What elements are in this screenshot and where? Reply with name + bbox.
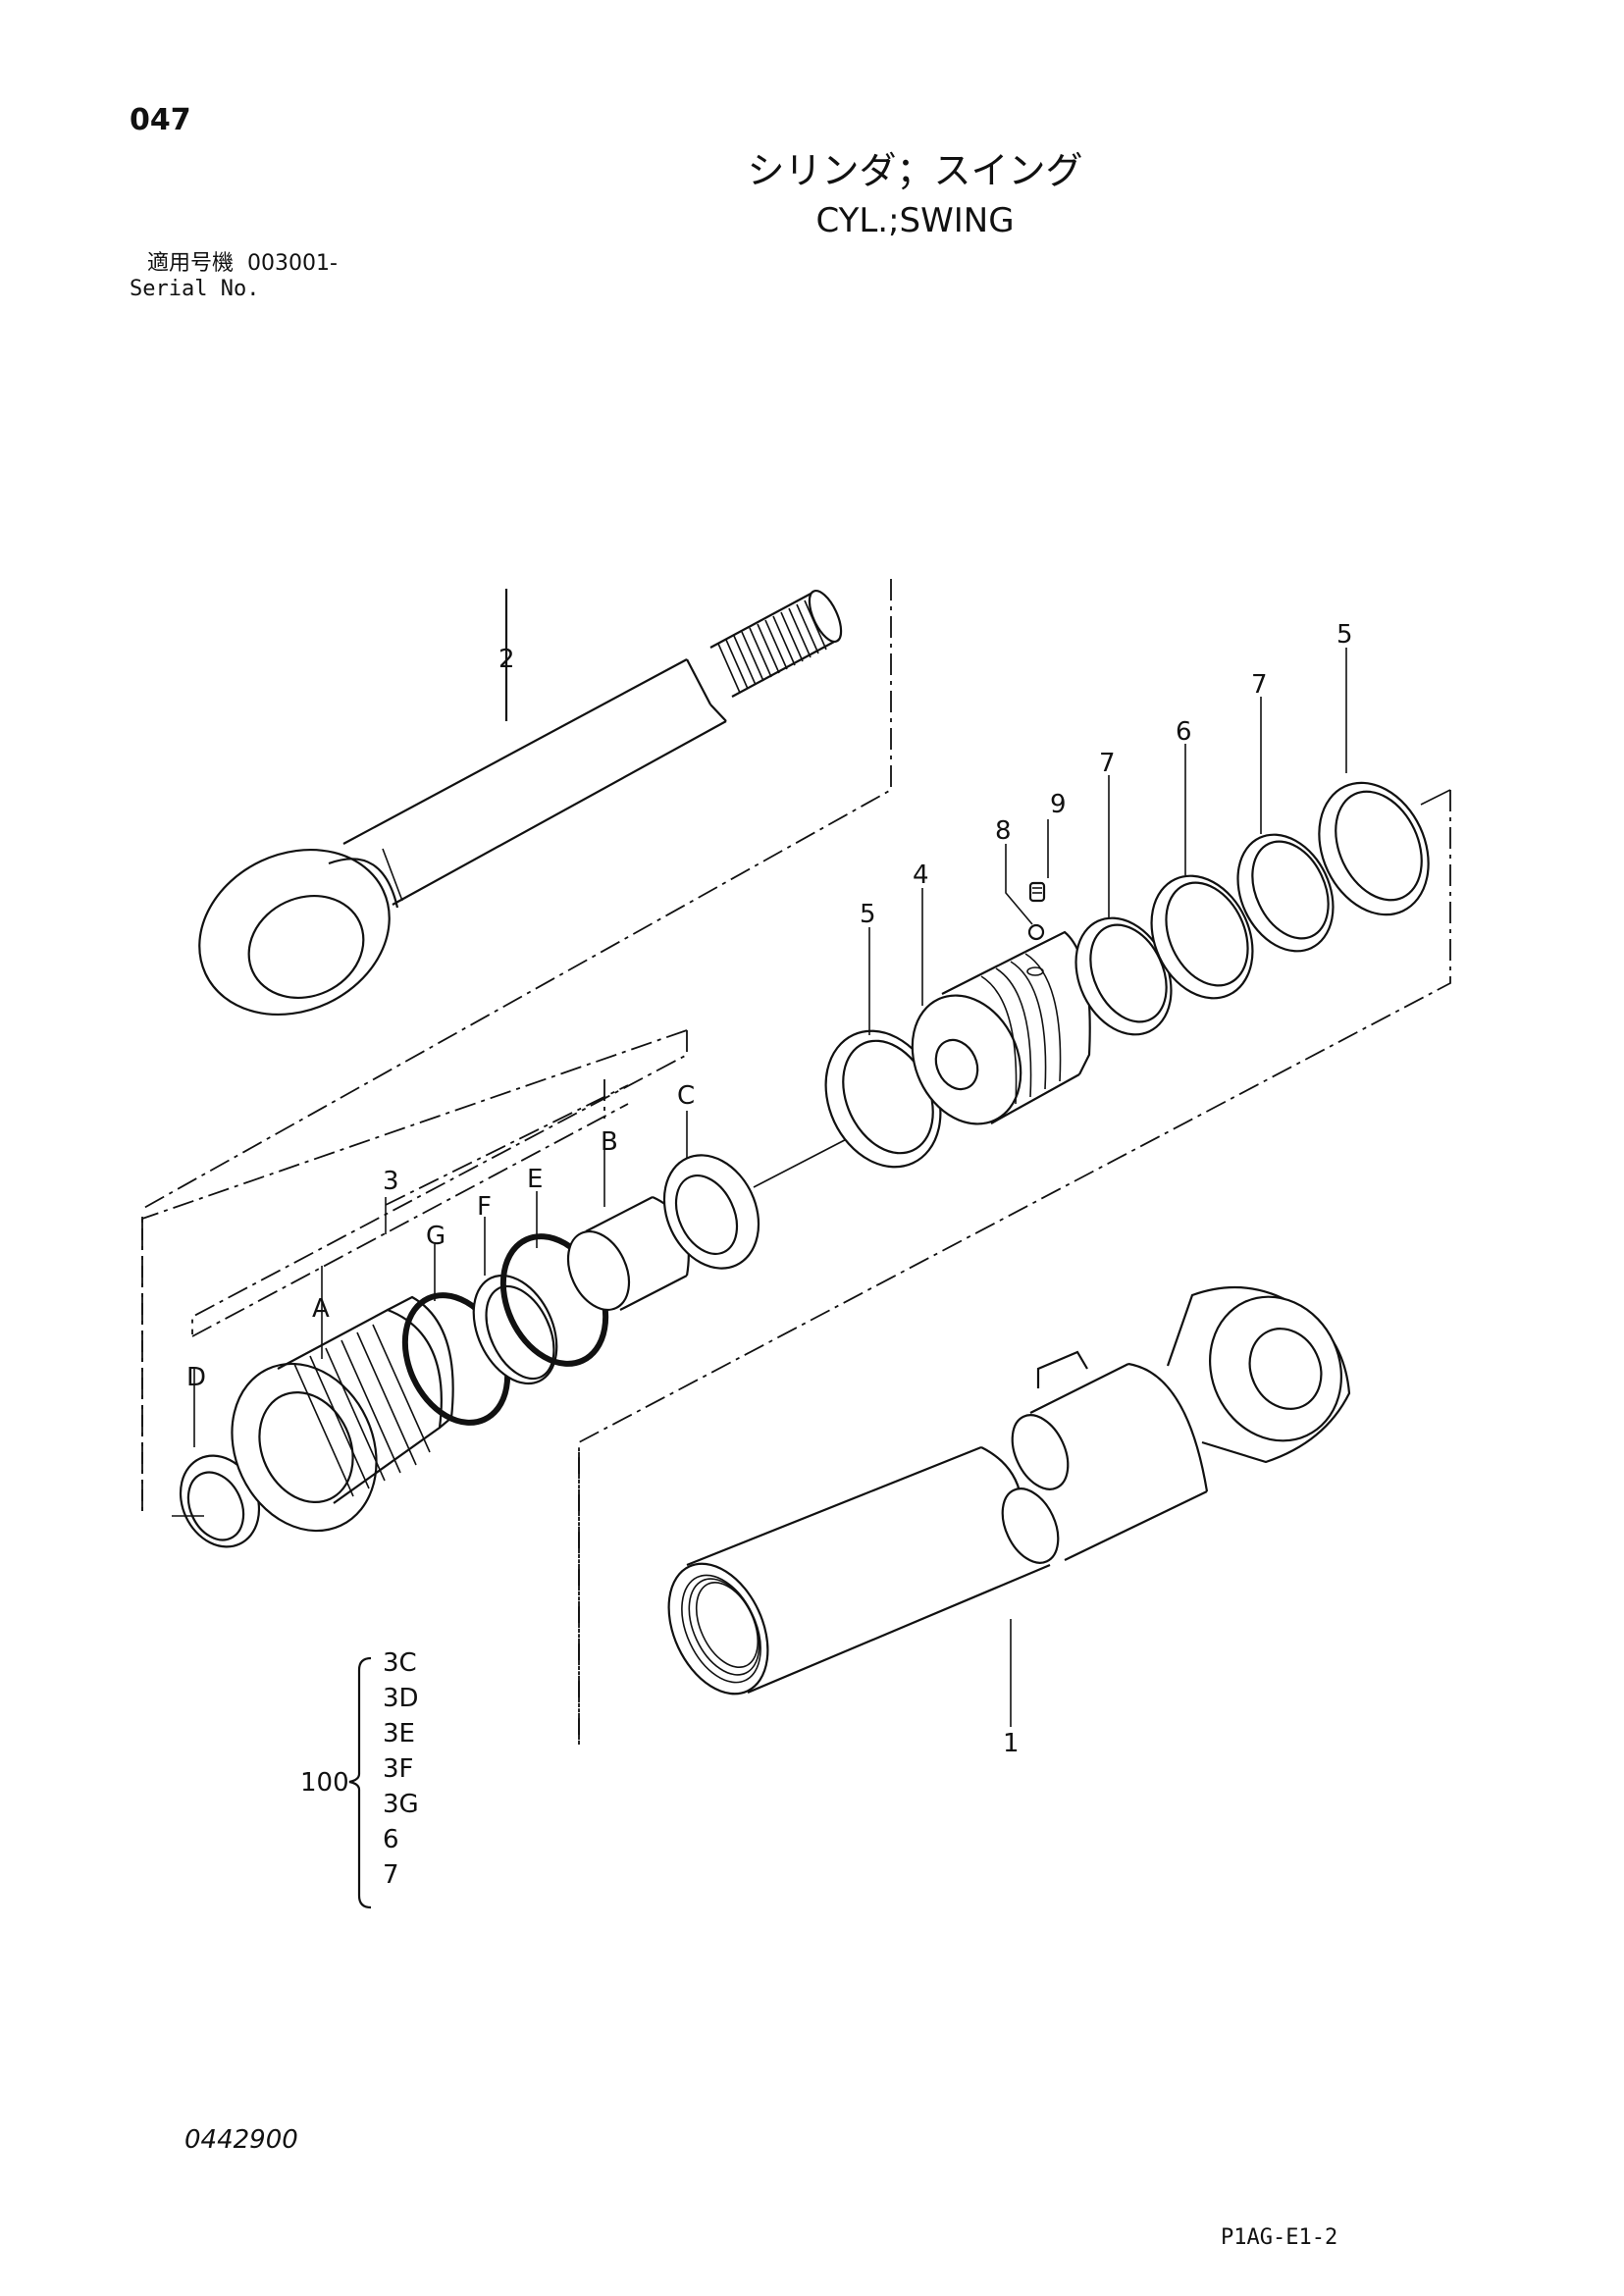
part-3-rod-cover-assembly: 3 A B C D E F G — [141, 1029, 864, 1548]
callout-F: F — [477, 1192, 492, 1222]
kit-item-3E: 3E — [383, 1719, 415, 1748]
callout-D: D — [186, 1363, 206, 1392]
callout-4: 4 — [913, 861, 929, 890]
callout-9: 9 — [1050, 790, 1067, 819]
page-number: 047 — [130, 103, 191, 137]
part-1-cylinder-tube: 1 — [667, 1285, 1351, 1758]
callout-C: C — [677, 1081, 695, 1111]
callout-1: 1 — [1003, 1729, 1020, 1758]
callout-8: 8 — [995, 816, 1012, 846]
serial-label-jp-text: 適用号機 — [147, 251, 235, 276]
title-japanese: シリンダ；スイング — [747, 149, 1083, 192]
serial-number-value: 003001- — [247, 251, 338, 276]
serial-label-japanese: 適用号機 003001- — [147, 253, 338, 275]
callout-5-right: 5 — [1336, 620, 1353, 650]
part-2-piston-rod: 2 — [141, 579, 892, 1222]
callout-6: 6 — [1176, 717, 1192, 747]
callout-5-left: 5 — [860, 900, 876, 929]
kit-100-bracket: 100 3C 3D 3E 3F 3G 6 7 — [300, 1648, 419, 1909]
callout-E: E — [527, 1165, 543, 1194]
kit-item-3F: 3F — [383, 1754, 414, 1784]
callout-G: G — [426, 1222, 445, 1251]
kit-item-3G: 3G — [383, 1790, 419, 1819]
callout-3: 3 — [383, 1167, 399, 1196]
kit-item-3D: 3D — [383, 1684, 419, 1713]
reference-code: P1AG-E1-2 — [1221, 2225, 1338, 2250]
title-english: CYL.;SWING — [815, 201, 1015, 240]
callout-2: 2 — [498, 645, 515, 674]
callout-B: B — [601, 1127, 618, 1157]
kit-item-7: 7 — [383, 1860, 399, 1890]
document-number: 0442900 — [184, 2125, 298, 2155]
kit-number: 100 — [300, 1768, 349, 1798]
serial-label-english: Serial No. — [130, 277, 260, 301]
callout-A: A — [312, 1294, 330, 1324]
callout-7-left: 7 — [1099, 749, 1116, 778]
kit-item-3C: 3C — [383, 1648, 417, 1678]
piston-and-rings: 5 4 8 9 7 6 — [578, 620, 1451, 1747]
kit-item-6: 6 — [383, 1825, 399, 1854]
callout-7-right: 7 — [1251, 670, 1268, 700]
